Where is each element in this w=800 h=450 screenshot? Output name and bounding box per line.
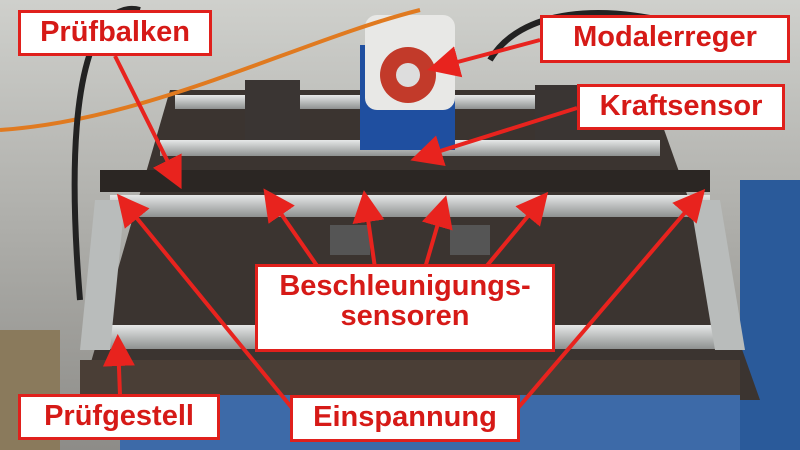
label-beschleunigung-line1: Beschleunigungs- [279, 270, 531, 302]
label-modalerreger: Modalerreger [540, 15, 790, 63]
label-pruefgestell: Prüfgestell [18, 394, 220, 440]
label-einspannung: Einspannung [290, 395, 520, 442]
label-pruefbalken: Prüfbalken [18, 10, 212, 56]
label-kraftsensor: Kraftsensor [577, 84, 785, 130]
annotation-arrows [102, 38, 706, 410]
label-beschleunigung-line2: sensoren [340, 300, 470, 333]
label-beschleunigungssensoren: Beschleunigungs- sensoren [255, 264, 555, 352]
